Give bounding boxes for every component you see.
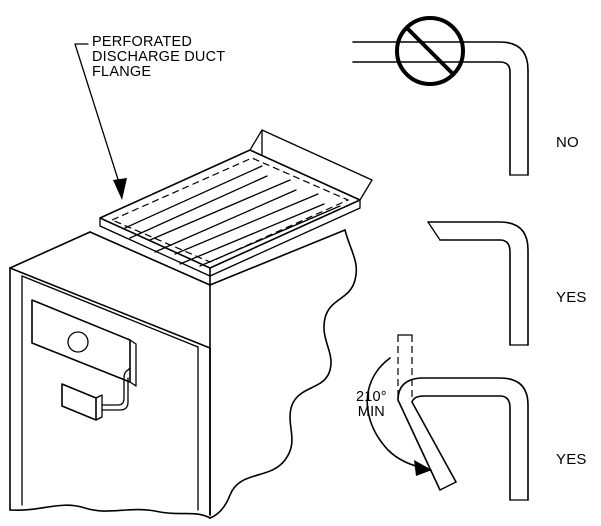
verdict-yes-2: YES (556, 452, 587, 467)
angle-qualifier: MIN (356, 405, 387, 420)
verdict-no: NO (556, 135, 579, 150)
flange-callout-label: PERFORATED DISCHARGE DUCT FLANGE (92, 35, 225, 80)
prohibited-icon (397, 18, 463, 84)
callout-line-3: FLANGE (92, 65, 225, 80)
discharge-opening (100, 130, 372, 285)
junction-box (62, 368, 130, 420)
angle-value: 210° (356, 390, 387, 405)
callout-line-1: PERFORATED (92, 35, 225, 50)
bend-example-no (353, 18, 528, 175)
callout-line-2: DISCHARGE DUCT (92, 50, 225, 65)
furnace-cabinet (10, 230, 356, 518)
verdict-yes-1: YES (556, 290, 587, 305)
angle-note: 210° MIN (356, 390, 387, 420)
bend-example-yes-2 (367, 335, 528, 500)
bend-example-yes-1 (428, 222, 528, 345)
